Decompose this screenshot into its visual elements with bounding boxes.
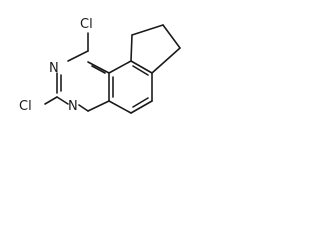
bond-c6-c5: [130, 100, 153, 114]
bond-n4-c4a: [78, 104, 89, 112]
atom-labels: Cl N Cl N: [19, 17, 93, 114]
bond-c7-c6a: [151, 47, 181, 74]
bond-c3-n4: [56, 96, 69, 105]
bond-c6-c5-double: [132, 97, 149, 108]
nitrogen-upper-label: N: [49, 61, 59, 76]
bond-c9a-c9b: [108, 60, 132, 74]
bond-c1-c8b-double: [91, 65, 106, 74]
bond-c8b-c1: [87, 61, 110, 74]
chlorine-top-label: Cl: [80, 17, 93, 32]
bond-c1-n2: [67, 50, 89, 62]
bond-c3-cl: [44, 96, 58, 105]
bond-c9b-c6a-double: [132, 65, 149, 76]
bond-c8-c7: [162, 24, 181, 49]
bond-c4a-c8b: [87, 100, 110, 112]
chemical-structure-diagram: Cl N Cl N: [19, 17, 181, 114]
bond-c9-c8: [131, 24, 164, 36]
chlorine-bottom-label: Cl: [19, 99, 32, 114]
nitrogen-lower-label: N: [68, 99, 78, 114]
bond-c9b-c9: [130, 34, 133, 62]
bond-c5-c4a: [108, 100, 132, 114]
bond-lines: [44, 24, 181, 114]
bond-c9b-c6a: [130, 60, 153, 74]
